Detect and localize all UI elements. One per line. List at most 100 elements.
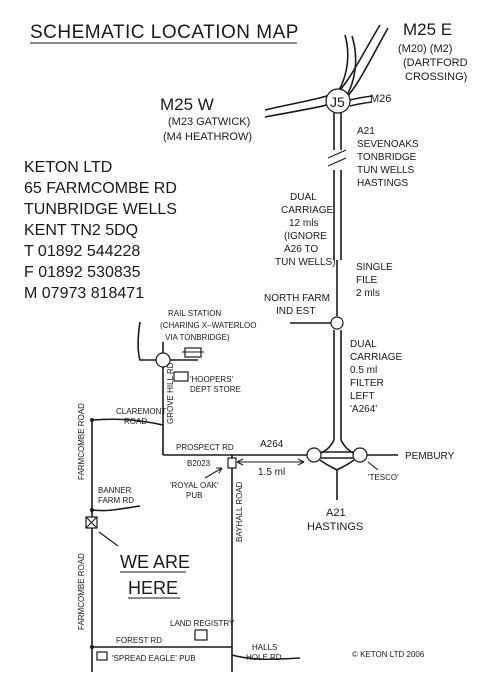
hoopers-label-line1: 'HOOPERS' (190, 375, 234, 384)
land-registry-building (194, 629, 208, 641)
keton-location-cross (85, 516, 98, 529)
royal-oak-pub-building (227, 457, 237, 469)
dual-carriage-12-line1: DUAL (290, 192, 317, 203)
farmcombe-road-upper-label: FARMCOMBE ROAD (77, 403, 86, 480)
hoopers-store-building (173, 371, 189, 382)
rail-station-route-line1: (CHARING X–WATERLOO (160, 321, 256, 330)
b2023-label: B2023 (187, 459, 211, 468)
address-telephone: T 01892 544228 (24, 243, 140, 260)
single-file-line2: FILE (356, 275, 377, 286)
m25-east-sub1: (M20) (M2) (398, 43, 452, 55)
copyright-notice: © KETON LTD 2006 (352, 650, 425, 659)
a264-roundabout-west (306, 447, 322, 463)
a21-north-dest-tonbridge: TONBRIDGE (357, 152, 417, 163)
junction-dot-forest (90, 645, 94, 649)
tesco-pointer (367, 461, 379, 471)
hoopers-label-line2: DEPT STORE (190, 385, 241, 394)
halls-hole-road-label-line2: HOLE RD (246, 653, 282, 662)
m25-west-sub1: (M23 GATWICK) (168, 116, 250, 128)
a21-north-dest-hastings: HASTINGS (357, 178, 408, 189)
land-registry-label: LAND REGISTRY (170, 619, 235, 628)
claremont-road (91, 418, 164, 426)
north-farm-label-line2: IND EST (276, 306, 315, 317)
royal-oak-pointer (204, 467, 223, 479)
royal-oak-label-line1: 'ROYAL OAK' (170, 481, 219, 490)
dual-carriage-12-line5: A26 TO (284, 244, 318, 255)
rail-station-label: RAIL STATION (168, 309, 221, 318)
address-postcode: KENT TN2 5DQ (24, 222, 138, 239)
a21-break-mark-1 (327, 149, 347, 159)
dual-carriage-05-line5: LEFT (350, 391, 374, 402)
m25-east-sub3: CROSSING) (405, 71, 467, 83)
dual-carriage-12-line3: 12 mls (289, 218, 318, 229)
address-block: KETON LTD 65 FARMCOMBE RD TUNBRIDGE WELL… (24, 159, 177, 302)
dual-carriage-12-line6: TUN WELLS) (275, 257, 336, 268)
grove-hill-road-label: GROVE HILL RD (166, 362, 175, 424)
a264-label: A264 (260, 439, 284, 450)
junction-j5-circle (325, 88, 351, 114)
farmcombe-road-lower-label: FARMCOMBE ROAD (77, 553, 86, 630)
a21-north-dest-sevenoaks: SEVENOAKS (357, 139, 419, 150)
address-town: TUNBRIDGE WELLS (24, 201, 177, 218)
a21-north-dest-tunwells: TUN WELLS (357, 165, 415, 176)
a21-south-road-number: A21 (326, 507, 346, 519)
junction-dot-farmcombe-top (90, 418, 94, 422)
distance-arrow-right (297, 458, 305, 466)
dual-carriage-12-line4: (IGNORE (284, 231, 327, 242)
junction-j5-label: J5 (330, 94, 345, 110)
single-file-line3: 2 mls (356, 288, 380, 299)
dual-carriage-05-line4: FILTER (350, 378, 384, 389)
we-are-here-line1: WE ARE (120, 552, 190, 572)
address-mobile: M 07973 818471 (24, 285, 144, 302)
dual-carriage-12-line2: CARRIAGE (281, 205, 334, 216)
a264-roundabout-east (352, 447, 368, 463)
m25-west-label: M25 W (160, 95, 214, 114)
dual-carriage-05-line3: 0.5 ml (350, 365, 377, 376)
m25-east-sub2: (DARTFORD (403, 57, 468, 69)
a264-flyover (321, 451, 353, 459)
tesco-label: 'TESCO' (368, 473, 399, 482)
m26-carriageway (349, 95, 373, 101)
m25-west-sub2: (M4 HEATHROW) (163, 131, 252, 143)
a21-break-mark-2 (327, 157, 347, 167)
dual-carriage-05-line6: 'A264' (350, 404, 377, 415)
claremont-road-label-line2: ROAD (124, 417, 147, 426)
dual-carriage-05-line2: CARRIAGE (350, 352, 403, 363)
north-farm-roundabout (330, 316, 344, 330)
rail-station-route-line2: VIA TONBRIDGE) (165, 333, 230, 342)
bayhall-road-label: BAYHALL ROAD (235, 481, 244, 542)
map-title: SCHEMATIC LOCATION MAP (30, 22, 299, 43)
address-company: KETON LTD (24, 159, 112, 176)
m26-carriageway-2 (349, 101, 373, 107)
road-to-station-north (137, 321, 198, 361)
banner-farm-road-label-line1: BANNER (98, 486, 132, 495)
junction-dot-banner (90, 508, 94, 512)
dual-carriage-05-line1: DUAL (350, 339, 377, 350)
pembury-label: PEMBURY (405, 451, 455, 462)
a21-trunk-road (327, 113, 347, 500)
prospect-road-label: PROSPECT RD (176, 443, 234, 452)
we-are-here-line2: HERE (128, 578, 178, 598)
claremont-road-label-line1: CLAREMONT (116, 407, 166, 416)
north-farm-label-line1: NORTH FARM (264, 293, 330, 304)
a21-south-slip (319, 459, 355, 471)
distance-arrow-left (236, 458, 244, 466)
spread-eagle-pub-building (96, 651, 108, 661)
royal-oak-label-line2: PUB (186, 491, 202, 500)
a21-south-dest-hastings: HASTINGS (307, 521, 363, 533)
banner-farm-road-label-line2: FARM RD (98, 496, 134, 505)
address-street: 65 FARMCOMBE RD (24, 180, 177, 197)
single-file-line1: SINGLE (356, 262, 393, 273)
forest-road-label: FOREST RD (116, 636, 162, 645)
m25-east-label: M25 E (403, 20, 452, 39)
keton-location-pointer (98, 531, 119, 547)
a21-north-road-number: A21 (357, 126, 375, 137)
address-fax: F 01892 530835 (24, 264, 141, 281)
banner-farm-road (91, 505, 141, 512)
spread-eagle-pub-label: 'SPREAD EAGLE' PUB (112, 654, 196, 663)
distance-15-label: 1.5 ml (258, 467, 285, 478)
halls-hole-road-label-line1: HALLS (252, 643, 277, 652)
halls-hole-road (231, 654, 301, 661)
m26-label: M26 (370, 93, 391, 105)
